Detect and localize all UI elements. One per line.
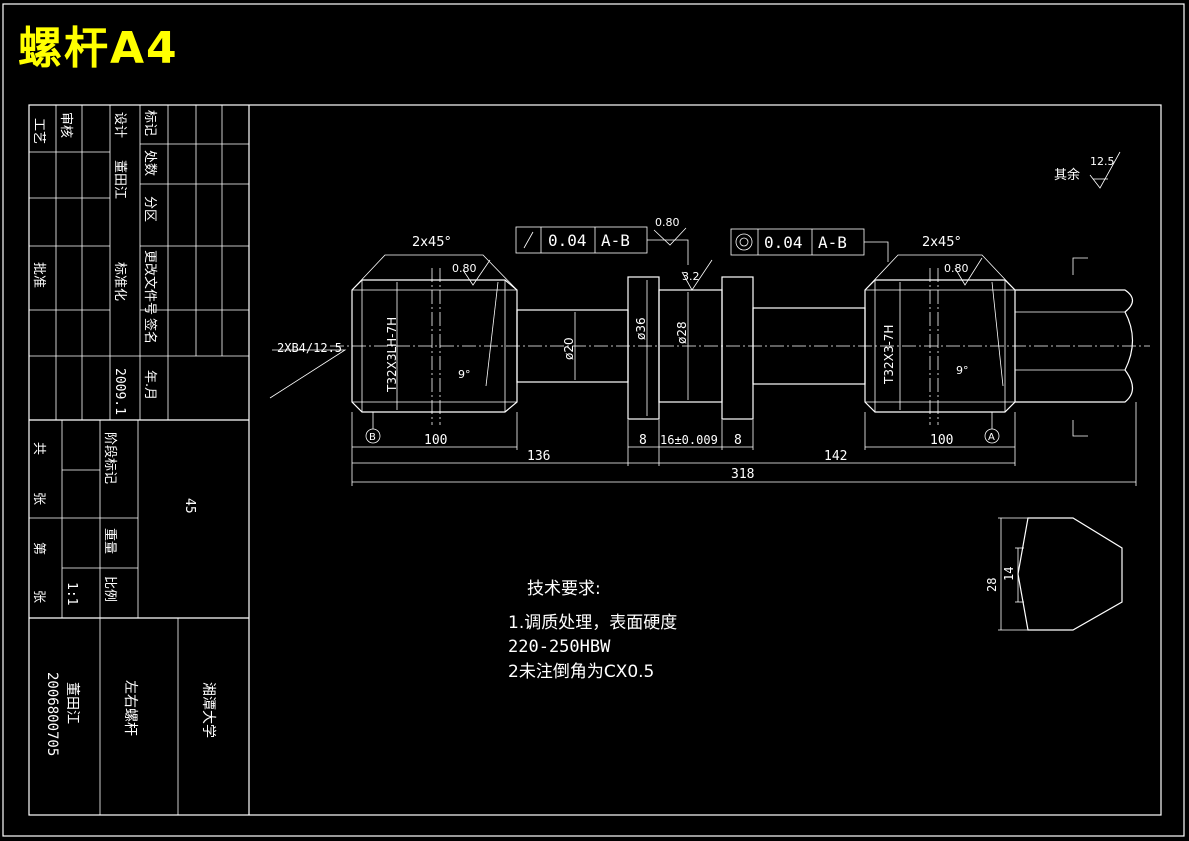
- section-dim-28: 28: [985, 578, 999, 592]
- collar-left: [627, 276, 660, 420]
- hex-end: [1015, 289, 1134, 403]
- datum-a-label: A: [988, 432, 995, 443]
- rough-rest-value: 12.5: [1090, 155, 1115, 168]
- tb-pizhun: 批准: [31, 262, 46, 288]
- dim-100-left: 100: [424, 433, 447, 448]
- runout-datum: A-B: [601, 231, 630, 250]
- conc-value: 0.04: [764, 233, 803, 252]
- tech-heading: 技术要求:: [527, 579, 601, 599]
- title-block: 工艺 审核 设计 标记 处数 分区 更改文件号 签名 年.月 董田江 标准化 2…: [29, 105, 250, 815]
- tb-student-name: 董田江: [64, 682, 80, 724]
- dim-8-right: 8: [734, 433, 742, 448]
- tb-gong: 共: [31, 442, 46, 455]
- tb-zhang2: 张: [31, 590, 46, 603]
- runout-value: 0.04: [548, 231, 587, 250]
- rough-32: 3.2: [682, 270, 700, 283]
- rough-080-right: 0.80: [944, 262, 969, 275]
- tb-stage-mark: 阶段标记: [102, 432, 117, 484]
- thread-right-label: T32X3-7H: [882, 325, 896, 385]
- dim-16: 16±0.009: [660, 433, 718, 447]
- dia20-label: ø20: [562, 337, 576, 360]
- tb-biaoji: 标记: [142, 110, 157, 136]
- tb-designer: 董田江: [112, 160, 127, 199]
- collar-right: [721, 276, 754, 420]
- screw-shaft-view: 2x45° 2x45° 2XB4/12.5 T32X3LH-7H T32X3-7…: [269, 151, 1150, 486]
- drawing-title: 螺杆A4: [18, 23, 179, 74]
- tech-line-3: 2未注倒角为CX0.5: [508, 662, 654, 682]
- tb-di: 第: [31, 542, 46, 555]
- dim-8-left: 8: [639, 433, 647, 448]
- outer-frame: [2, 3, 1185, 837]
- tb-scale: 1:1: [64, 582, 79, 605]
- section-dim-14: 14: [1002, 567, 1016, 581]
- tb-shenhe: 审核: [58, 112, 73, 138]
- technical-requirements: 技术要求: 1.调质处理，表面硬度 220-250HBW 2未注倒角为CX0.5: [508, 579, 677, 682]
- rough-rest-label: 其余: [1054, 167, 1080, 183]
- hex-section-view: 28 14: [985, 517, 1123, 631]
- chamfer-left-label: 2x45°: [412, 235, 451, 250]
- datum-b-label: B: [369, 432, 376, 443]
- rough-080-top: 0.80: [655, 216, 680, 229]
- tb-fenqu: 分区: [142, 196, 157, 222]
- dim-142: 142: [824, 449, 847, 464]
- tb-weight: 重量: [102, 528, 118, 554]
- rough-080-left: 0.80: [452, 262, 477, 275]
- tb-school: 湘潭大学: [200, 682, 217, 738]
- center-hole-label: 2XB4/12.5: [277, 341, 342, 355]
- tech-line-1: 1.调质处理，表面硬度: [508, 613, 677, 633]
- tb-zhang1: 张: [31, 492, 46, 505]
- tb-scale-label: 比例: [102, 576, 117, 602]
- tb-student-id: 2006800705: [44, 672, 60, 756]
- tb-gengai: 更改文件号: [142, 250, 157, 315]
- chamfer-right-label: 2x45°: [922, 235, 961, 250]
- dia36-label: ø36: [634, 317, 648, 340]
- thread-left-label: T32X3LH-7H: [385, 317, 399, 393]
- tb-gongyi: 工艺: [31, 118, 46, 144]
- angle-left: 9°: [458, 368, 471, 381]
- tb-date: 2009.1: [112, 368, 127, 415]
- tb-sheji: 设计: [112, 112, 127, 138]
- tech-line-2: 220-250HBW: [508, 637, 611, 657]
- inner-frame: [28, 104, 1162, 816]
- tb-material: 45: [182, 498, 197, 514]
- dim-100-right: 100: [930, 433, 953, 448]
- tb-nianyue: 年.月: [142, 370, 157, 400]
- tb-qianming: 签名: [142, 318, 158, 344]
- tb-biaozhunhua: 标准化: [112, 262, 127, 301]
- dim-318: 318: [731, 467, 754, 482]
- angle-right: 9°: [956, 364, 969, 377]
- dia28-label: ø28: [675, 321, 689, 344]
- tb-chushu: 处数: [142, 150, 157, 176]
- dim-136: 136: [527, 449, 550, 464]
- tb-part-name: 左右螺杆: [122, 680, 138, 736]
- conc-datum: A-B: [818, 233, 847, 252]
